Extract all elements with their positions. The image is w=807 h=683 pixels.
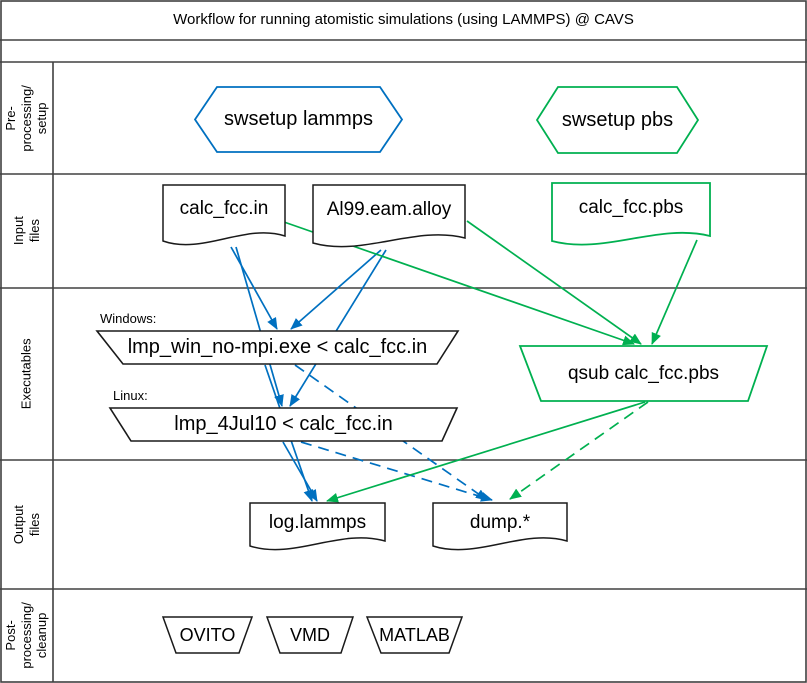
arrow-calc-fcc-in-to-lmp-win (230, 246, 278, 330)
trapezoid-qsub (518, 345, 769, 402)
trapezoid-lmp-linux (108, 407, 459, 442)
arrow-qsub-to-log-lammps (326, 401, 646, 503)
hexagon-swsetup-pbs (535, 86, 700, 154)
arrow-qsub-to-dump-dashed (509, 401, 649, 500)
trapezoid-ovito (161, 616, 254, 654)
arrow-al99-to-lmp-linux (289, 249, 387, 407)
arrow-lmp-linux-to-log-lammps (282, 441, 318, 502)
arrow-al99-to-lmp-win (290, 249, 382, 330)
arrow-lmp-linux-to-dump-dashed (300, 441, 493, 502)
hexagon-swsetup-lammps (193, 86, 404, 153)
lane-label-output-files: Output files (10, 504, 42, 545)
arrow-calc-fcc-in-to-lmp-linux (235, 246, 284, 407)
document-calc-fcc-pbs (551, 182, 711, 246)
trapezoid-matlab (365, 616, 464, 654)
lane-label-pre-processing: Pre-processing/ setup (3, 84, 50, 152)
lane-label-post-processing: Post- processing/ cleanup (3, 602, 50, 669)
document-dump (432, 502, 568, 551)
lane-label-executables: Executables (18, 338, 34, 410)
arrow-al99-to-qsub (466, 220, 642, 345)
trapezoid-vmd (265, 616, 355, 654)
arrow-calc-fcc-pbs-to-qsub (651, 239, 698, 345)
trapezoid-lmp-win (95, 330, 460, 365)
document-calc-fcc-in (162, 184, 286, 246)
document-al99-eam-alloy (312, 184, 466, 248)
lane-label-input-files: Input files (10, 216, 42, 246)
document-log-lammps (249, 502, 386, 551)
